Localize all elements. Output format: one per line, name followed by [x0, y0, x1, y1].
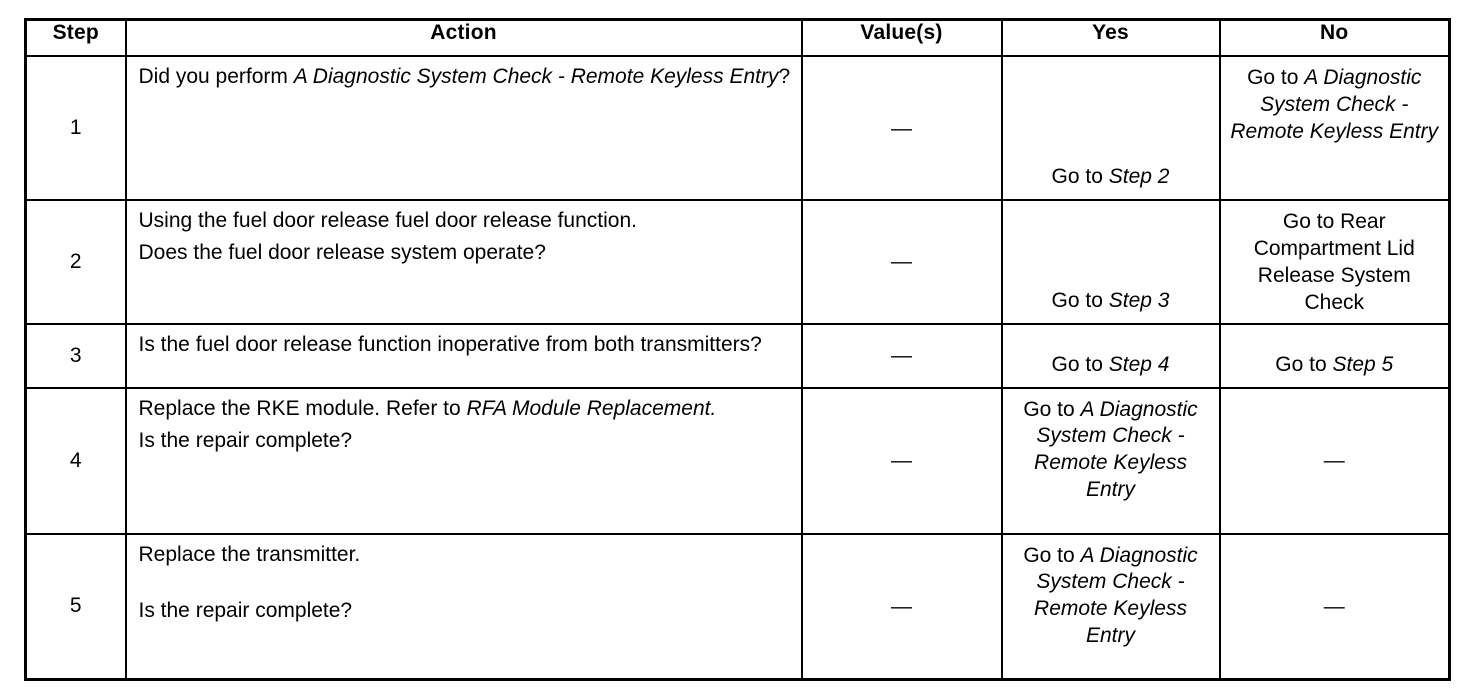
action-text: Replace the transmitter. Is the repair c…: [127, 535, 371, 631]
table-header: Step Action Value(s) Yes No: [24, 18, 1451, 57]
column-header-no: No: [1218, 18, 1451, 57]
step-cell: 3: [24, 322, 127, 389]
yes-text: Go to Step 4: [1044, 346, 1178, 387]
action-line: Replace the RKE module. Refer to RFA Mod…: [139, 396, 717, 422]
no-text: Go to A Diagnostic System Check - Remote…: [1221, 57, 1449, 152]
action-line: Replace the transmitter.: [138, 542, 361, 566]
table-row: 4 Replace the RKE module. Refer to RFA M…: [24, 386, 1451, 535]
yes-text-plain: Go to: [1023, 397, 1081, 421]
yes-text-italic: A Diagnostic System Check - Remote Keyle…: [1034, 543, 1198, 648]
yes-text-italic: A Diagnostic System Check - Remote Keyle…: [1034, 397, 1198, 502]
value-cell: —: [800, 532, 1003, 680]
yes-text: Go to A Diagnostic System Check - Remote…: [1003, 389, 1219, 511]
yes-text-plain: Go to: [1051, 352, 1109, 376]
table-row: 2 Using the fuel door release fuel door …: [24, 199, 1451, 325]
yes-cell: Go to A Diagnostic System Check - Remote…: [1000, 386, 1221, 535]
yes-text-plain: Go to: [1051, 165, 1109, 189]
step-cell: 1: [24, 55, 127, 201]
step-number: 4: [69, 448, 82, 472]
action-text: Is the fuel door release function inoper…: [127, 325, 772, 364]
yes-cell: Go to A Diagnostic System Check - Remote…: [1000, 532, 1221, 680]
action-text: Using the fuel door release fuel door re…: [127, 201, 647, 273]
step-number: 5: [69, 594, 82, 617]
value-cell: —: [800, 55, 1003, 201]
step-number: 3: [69, 343, 82, 367]
yes-text: Go to Step 2: [1044, 158, 1178, 199]
yes-cell: Go to Step 2: [1000, 55, 1221, 201]
value-dash: —: [891, 250, 912, 274]
table-row: 5 Replace the transmitter. Is the repair…: [24, 532, 1451, 680]
value-dash: —: [891, 594, 912, 618]
table-row: 1 Did you perform A Diagnostic System Ch…: [24, 55, 1451, 201]
no-cell: Go to Step 5: [1218, 322, 1451, 389]
action-line: Is the repair complete?: [138, 598, 353, 622]
action-text-italic: RFA Module Replacement.: [466, 396, 717, 420]
action-cell: Replace the transmitter. Is the repair c…: [124, 532, 803, 680]
no-cell: —: [1218, 532, 1451, 680]
action-line: Is the fuel door release function inoper…: [138, 332, 762, 356]
no-dash: —: [1323, 449, 1345, 472]
table-row: 3 Is the fuel door release function inop…: [24, 322, 1451, 389]
no-text: Go to Rear Compartment Lid Release Syste…: [1253, 210, 1415, 314]
column-header-step: Step: [24, 18, 127, 57]
header-row: Step Action Value(s) Yes No: [24, 18, 1451, 57]
column-header-values: Value(s): [800, 18, 1003, 57]
table-body: 1 Did you perform A Diagnostic System Ch…: [24, 55, 1451, 680]
action-line: Using the fuel door release fuel door re…: [138, 209, 637, 232]
yes-text-plain: Go to: [1023, 543, 1081, 567]
action-text-plain: Did you perform: [138, 65, 294, 88]
no-cell: Go to A Diagnostic System Check - Remote…: [1218, 55, 1451, 201]
yes-text: Go to Step 3: [1044, 282, 1178, 323]
diagnostic-procedure-table: Step Action Value(s) Yes No 1 Did yo: [24, 18, 1451, 681]
column-header-action: Action: [124, 18, 803, 57]
no-text-plain: Go to: [1247, 66, 1305, 89]
action-line: Is the repair complete?: [138, 428, 353, 452]
yes-text-plain: Go to: [1051, 288, 1109, 312]
yes-text-italic: Step 4: [1108, 352, 1170, 376]
action-cell: Using the fuel door release fuel door re…: [124, 199, 803, 325]
yes-text: Go to A Diagnostic System Check - Remote…: [1003, 535, 1219, 657]
value-cell: —: [800, 322, 1003, 389]
action-line: Does the fuel door release system operat…: [138, 241, 546, 265]
yes-cell: Go to Step 4: [1000, 322, 1221, 389]
step-cell: 4: [24, 386, 127, 535]
no-text-italic: Step 5: [1332, 352, 1394, 376]
value-dash: —: [891, 449, 912, 472]
yes-text-italic: Step 3: [1108, 288, 1170, 312]
step-cell: 5: [24, 532, 127, 680]
action-cell: Replace the RKE module. Refer to RFA Mod…: [124, 386, 803, 535]
no-cell: Go to Rear Compartment Lid Release Syste…: [1218, 199, 1451, 325]
step-cell: 2: [24, 199, 127, 325]
action-cell: Did you perform A Diagnostic System Chec…: [124, 55, 803, 201]
step-number: 1: [69, 116, 82, 139]
step-number: 2: [69, 249, 82, 273]
yes-cell: Go to Step 3: [1000, 199, 1221, 325]
action-text: Replace the RKE module. Refer to RFA Mod…: [127, 389, 727, 461]
action-text: Did you perform A Diagnostic System Chec…: [127, 57, 801, 96]
action-line: Did you perform A Diagnostic System Chec…: [139, 64, 791, 90]
value-cell: —: [800, 199, 1003, 325]
no-text-italic: A Diagnostic System Check - Remote Keyle…: [1230, 66, 1439, 143]
no-text: Go to Step 5: [1267, 346, 1401, 387]
no-text-plain: Go to: [1275, 352, 1333, 376]
action-text-italic: A Diagnostic System Check - Remote Keyle…: [293, 65, 779, 88]
value-cell: —: [800, 386, 1003, 535]
action-text-suffix: ?: [778, 65, 791, 88]
yes-text-italic: Step 2: [1108, 165, 1170, 189]
action-cell: Is the fuel door release function inoper…: [124, 322, 803, 389]
column-header-yes: Yes: [1000, 18, 1221, 57]
no-dash: —: [1323, 594, 1345, 618]
action-text-plain: Replace the RKE module. Refer to: [138, 396, 467, 420]
value-dash: —: [891, 344, 912, 367]
value-dash: —: [891, 116, 912, 140]
no-cell: —: [1218, 386, 1451, 535]
